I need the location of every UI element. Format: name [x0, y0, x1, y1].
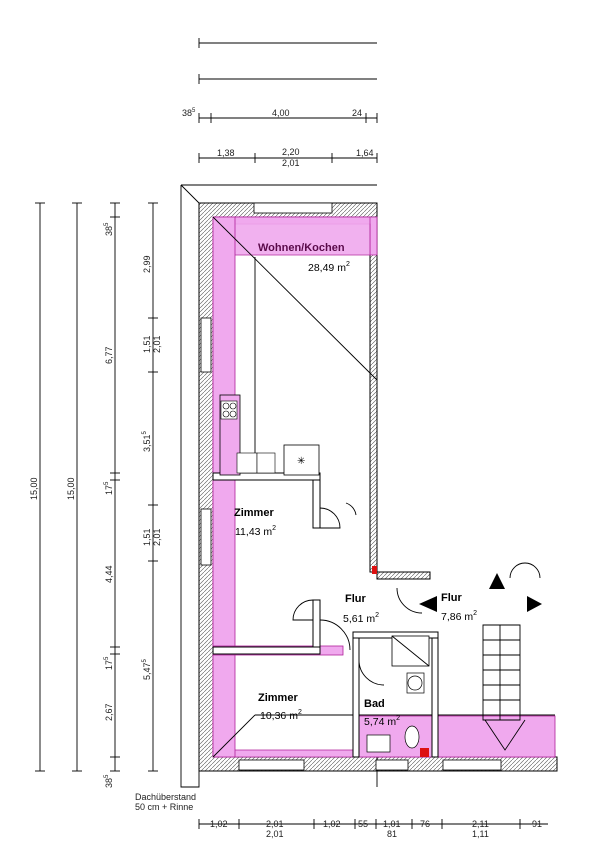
room-area-wohnen: 28,49 m2	[308, 261, 350, 274]
arrow-right-icon	[527, 596, 542, 612]
top-dim-400: 4,00	[272, 108, 290, 118]
arrow-left-icon	[419, 596, 437, 612]
top-dimension-lines: 385 4,00 24 1,38 2,20 2,01 1,64	[182, 38, 378, 168]
room-name-wohnen: Wohnen/Kochen	[258, 242, 345, 254]
top-dim-24: 24	[352, 108, 362, 118]
bottom-dim-102-a: 1,02	[210, 819, 228, 829]
building: ✳	[180, 184, 558, 788]
window-left-lower	[200, 508, 212, 566]
left-dim-351: 3,515	[142, 430, 152, 452]
top-dim-201: 2,01	[282, 158, 300, 168]
left-dim-38-bottom: 385	[104, 774, 114, 788]
room-area-flur-1: 5,61 m2	[343, 612, 379, 625]
toilet-icon	[404, 725, 420, 749]
bottom-dim-211: 2,11	[472, 819, 489, 829]
left-dim-677: 6,77	[104, 346, 114, 364]
window-bottom-1	[238, 759, 305, 771]
washbasin-icon	[407, 675, 423, 691]
room-labels: Wohnen/Kochen 28,49 m2 Zimmer 11,43 m2 F…	[234, 242, 477, 728]
bath-sink-icon	[366, 734, 391, 753]
left-dim-1500-a: 15,00	[29, 477, 39, 500]
arrow-up-icon	[489, 573, 505, 589]
left-dim-175-a: 175	[104, 481, 114, 495]
bottom-dim-111: 1,11	[472, 829, 489, 839]
left-dim-267: 2,67	[104, 703, 114, 721]
left-dim-201-b: 2,01	[152, 528, 162, 546]
top-dim-38: 385	[182, 108, 196, 118]
window-bottom-3	[442, 759, 502, 771]
top-dim-220: 2,20	[282, 147, 300, 157]
sink-icon	[236, 452, 258, 474]
top-dim-164: 1,64	[356, 148, 374, 158]
left-dim-1500-b: 15,00	[66, 477, 76, 500]
bottom-dim-76: 76	[420, 819, 430, 829]
window-top	[253, 202, 333, 214]
left-dim-151-a: 1,51	[142, 335, 152, 353]
left-dim-201-a: 2,01	[152, 335, 162, 353]
left-dim-175-b: 175	[104, 656, 114, 670]
cooktop-icon	[220, 400, 238, 420]
room-name-flur-1: Flur	[345, 593, 366, 605]
left-dim-38-top: 385	[104, 222, 114, 236]
room-name-bad: Bad	[364, 698, 385, 710]
sink-drain-icon	[256, 452, 276, 474]
left-dim-151-b: 1,51	[142, 528, 152, 546]
overhang-note-line1: Dachüberstand	[135, 792, 196, 802]
room-area-flur-2: 7,86 m2	[441, 610, 477, 623]
room-name-zimmer-1: Zimmer	[234, 507, 274, 519]
window-bottom-2	[375, 759, 409, 771]
top-dim-138: 1,38	[217, 148, 235, 158]
left-dim-444: 4,44	[104, 565, 114, 583]
bottom-dimension-lines: 1,02 2,01 2,01 1,02 55 1,01 81 76 2,11 1…	[198, 819, 548, 839]
room-area-zimmer-1: 11,43 m2	[235, 525, 276, 538]
room-name-flur-2: Flur	[441, 592, 462, 604]
fridge-icon	[283, 444, 320, 476]
window-left-upper	[200, 317, 212, 373]
bottom-dim-201-b: 2,01	[266, 829, 284, 839]
bottom-dim-102-b: 1,02	[323, 819, 341, 829]
staircase	[482, 562, 541, 751]
overhang-note-line2: 50 cm + Rinne	[135, 802, 193, 812]
left-dim-299: 2,99	[142, 255, 152, 273]
room-area-bad: 5,74 m2	[364, 715, 400, 728]
bottom-dim-201-a: 2,01	[266, 819, 284, 829]
bottom-dim-101: 1,01	[383, 819, 401, 829]
left-dimension-lines: 15,00 15,00 385 6,77 175 4,44 175 2,67 3…	[29, 202, 162, 788]
bottom-dim-81: 81	[387, 829, 397, 839]
svg-text:✳: ✳	[297, 456, 305, 467]
room-name-zimmer-2: Zimmer	[258, 692, 298, 704]
room-area-zimmer-2: 10,36 m2	[260, 709, 302, 722]
left-dim-547: 5,475	[142, 658, 152, 680]
bottom-dim-91: 91	[532, 819, 542, 829]
bottom-dim-55: 55	[358, 819, 368, 829]
